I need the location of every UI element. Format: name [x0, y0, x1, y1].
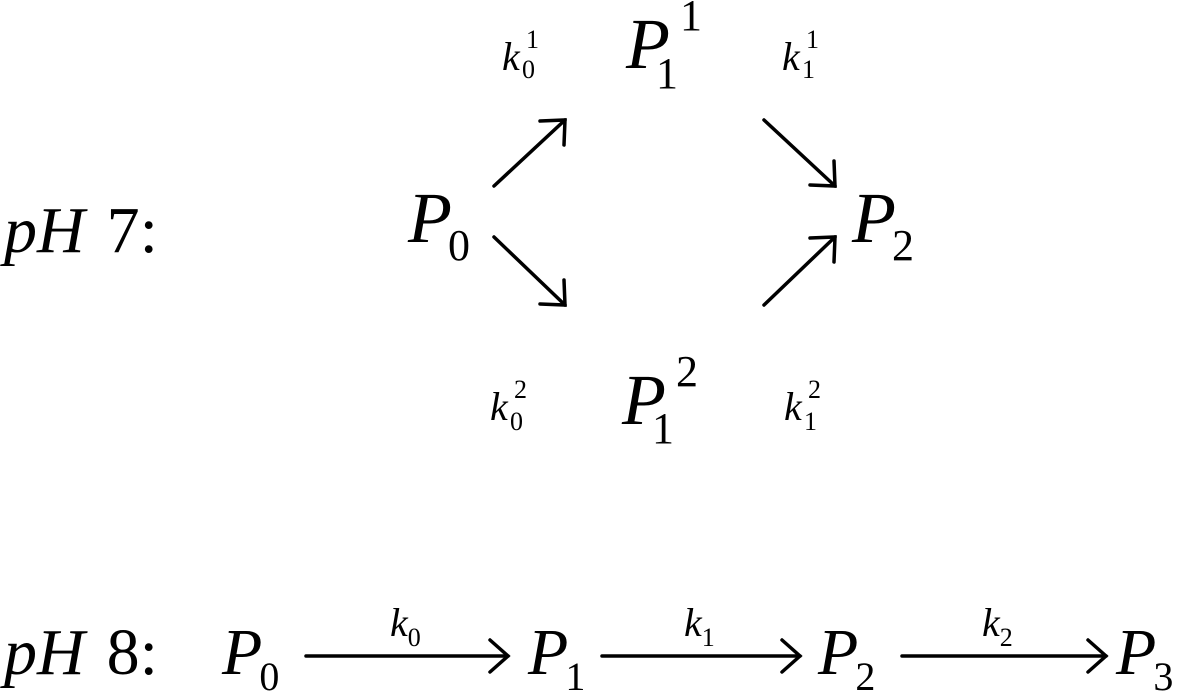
- ph8-species-p1: P1: [527, 616, 585, 696]
- ph7-arrow-p0-to-p1-lower: [492, 235, 567, 307]
- ph8-rate-k2: k2: [982, 600, 1013, 652]
- ph7-arrow-p1-upper-to-p2: [762, 118, 837, 188]
- ph7-rate-k1-1: k11: [782, 25, 819, 84]
- ph8-arrow-p0-to-p1: [304, 638, 511, 674]
- ph8-rate-k1: k1: [684, 600, 715, 652]
- ph7-species-p0: P0: [407, 178, 470, 270]
- ph7-rate-k0-1: k01: [502, 25, 539, 84]
- ph8-species-p0: P0: [221, 616, 279, 696]
- ph7-species-p2: P2: [851, 178, 914, 270]
- ph7-species-p1-upper: P11: [625, 0, 702, 98]
- ph8-arrow-p1-to-p2: [600, 638, 803, 674]
- ph7-rate-k0-2: k02: [490, 375, 527, 436]
- ph7-species-p1-lower: P12: [621, 347, 698, 453]
- ph8-species-p2: P2: [817, 616, 875, 696]
- ph8-species-p3: P3: [1115, 616, 1173, 696]
- ph8-arrow-p2-to-p3: [900, 638, 1109, 674]
- ph7-arrow-p0-to-p1-upper: [492, 118, 567, 188]
- ph7-arrow-p1-lower-to-p2: [762, 235, 837, 307]
- ph8-rate-k0: k0: [390, 600, 421, 652]
- ph7-rate-k1-2: k12: [784, 375, 821, 436]
